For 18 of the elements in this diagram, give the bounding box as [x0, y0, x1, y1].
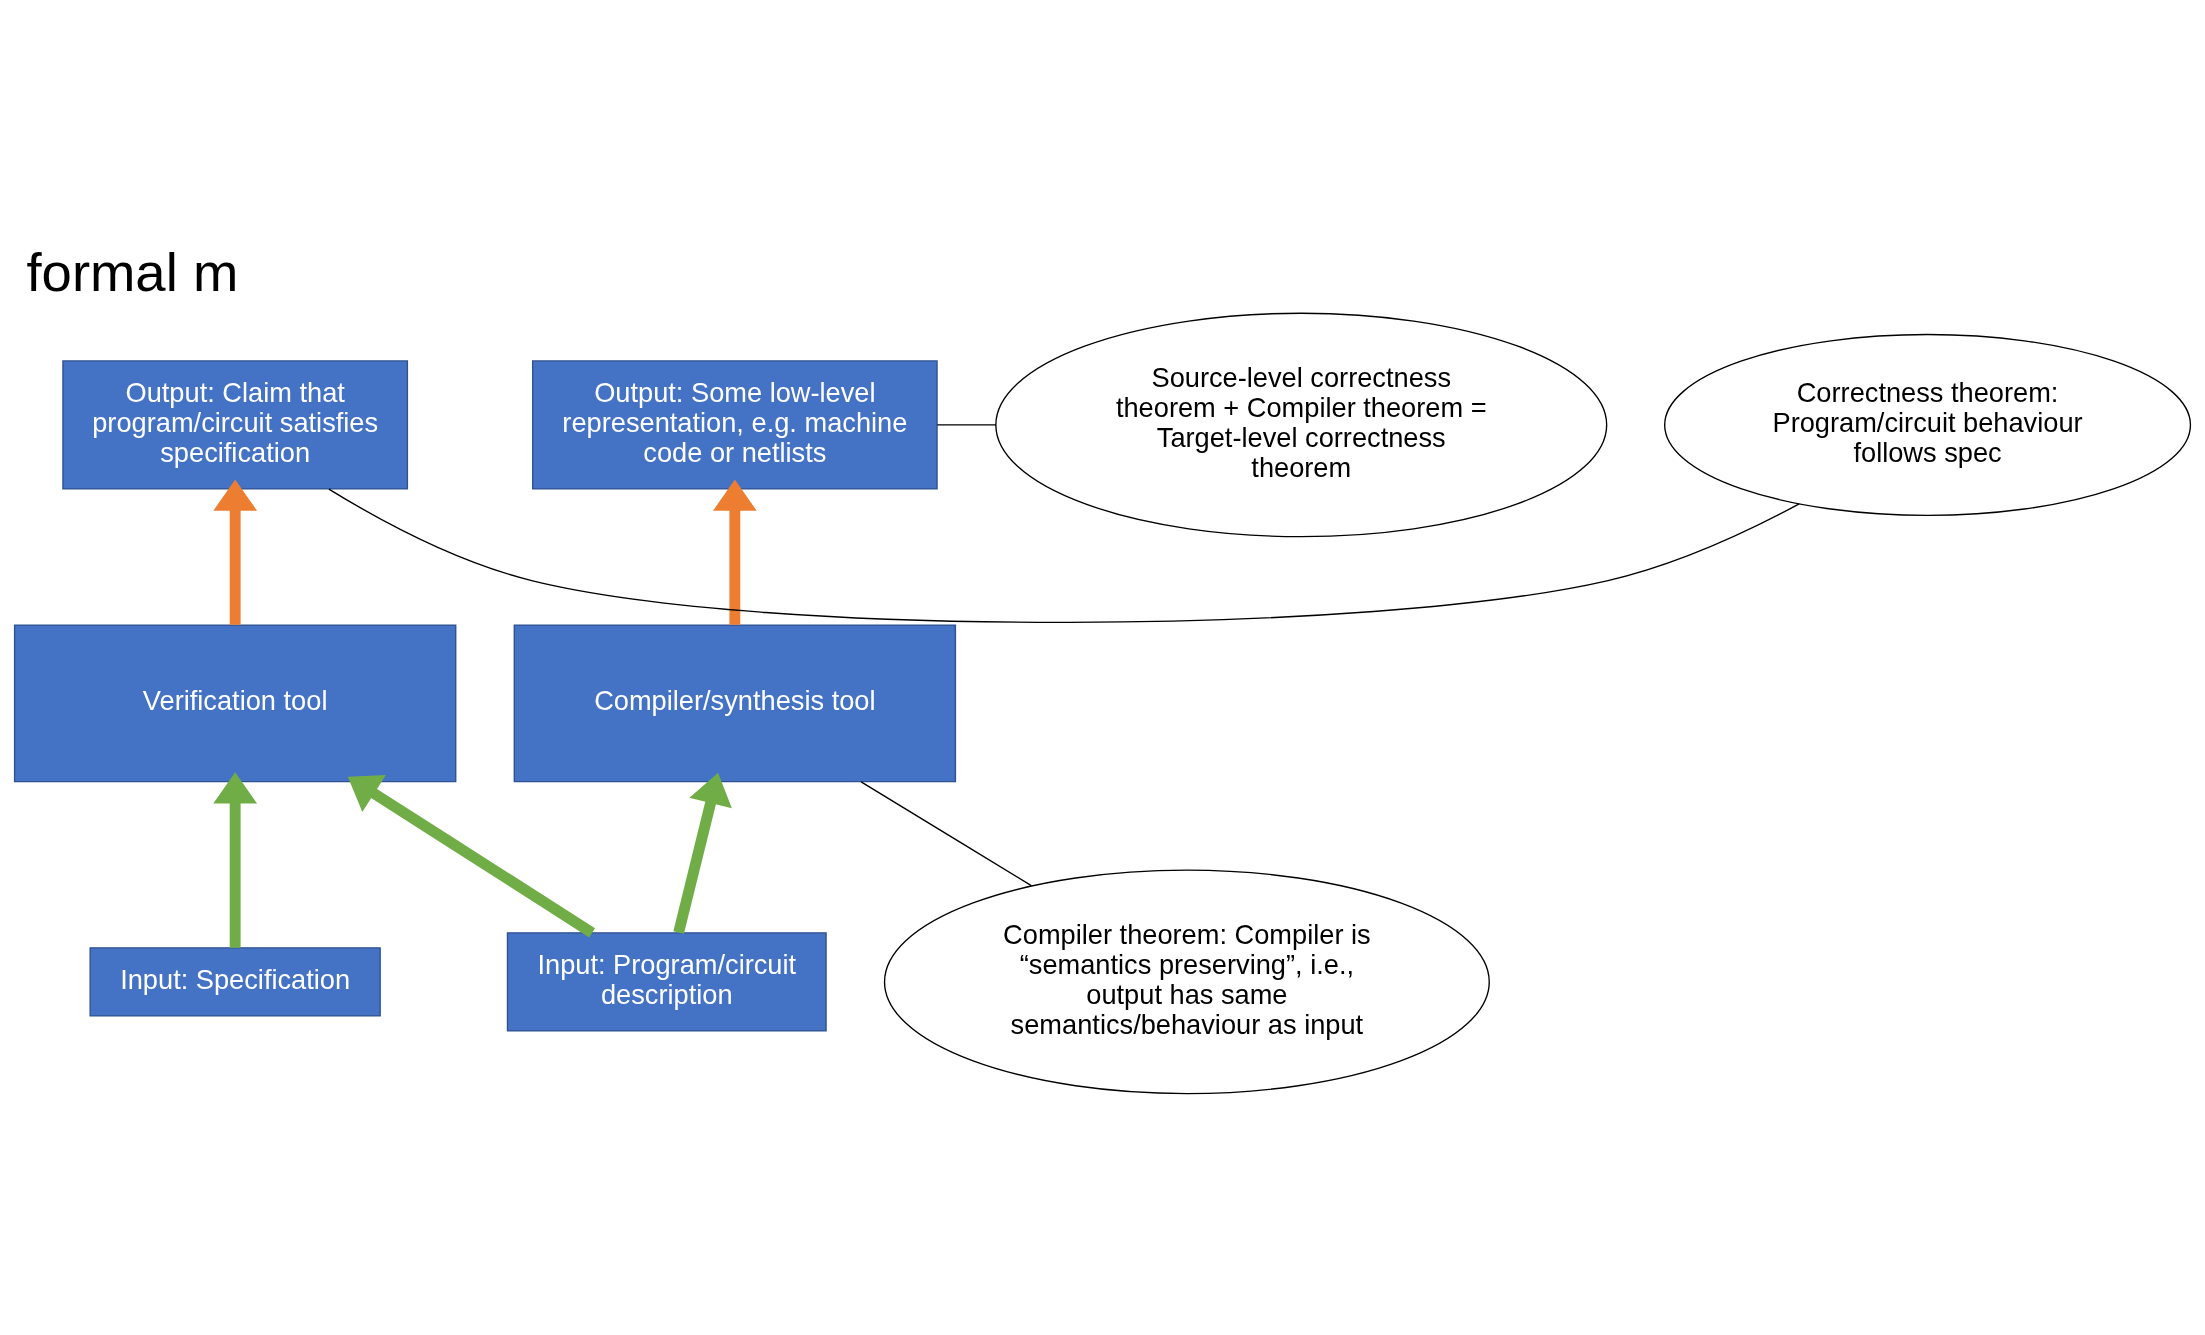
arrow — [213, 771, 258, 948]
connector — [936, 423, 997, 426]
node-box: Compiler/synthesis tool — [513, 623, 957, 782]
node-box: Input: Specification — [89, 946, 381, 1017]
arrow — [213, 479, 258, 625]
node-ellipse: Correctness theorem: Program/circuit behaviour follows spec — [1664, 333, 2192, 516]
connector — [328, 487, 1800, 623]
node-box: Input: Program/circuit description — [506, 931, 827, 1032]
node-ellipse: Compiler theorem: Compiler is “semantics preserving”, i.e., output has same semantics/behaviour as input — [883, 869, 1490, 1094]
arrow — [712, 479, 757, 625]
arrow — [347, 774, 595, 937]
node-ellipse: Source-level correctness theorem + Compiler theorem = Target-level correctness theorem — [995, 312, 1608, 537]
connector — [860, 780, 1032, 886]
diagram-title: formal m — [26, 241, 239, 303]
node-box: Verification tool — [13, 623, 457, 782]
node-box: Output: Claim that program/circuit satisfies specification — [62, 359, 409, 490]
arrow — [673, 772, 732, 934]
node-box: Output: Some low-level representation, e.g. machine code or netlists — [532, 359, 938, 490]
